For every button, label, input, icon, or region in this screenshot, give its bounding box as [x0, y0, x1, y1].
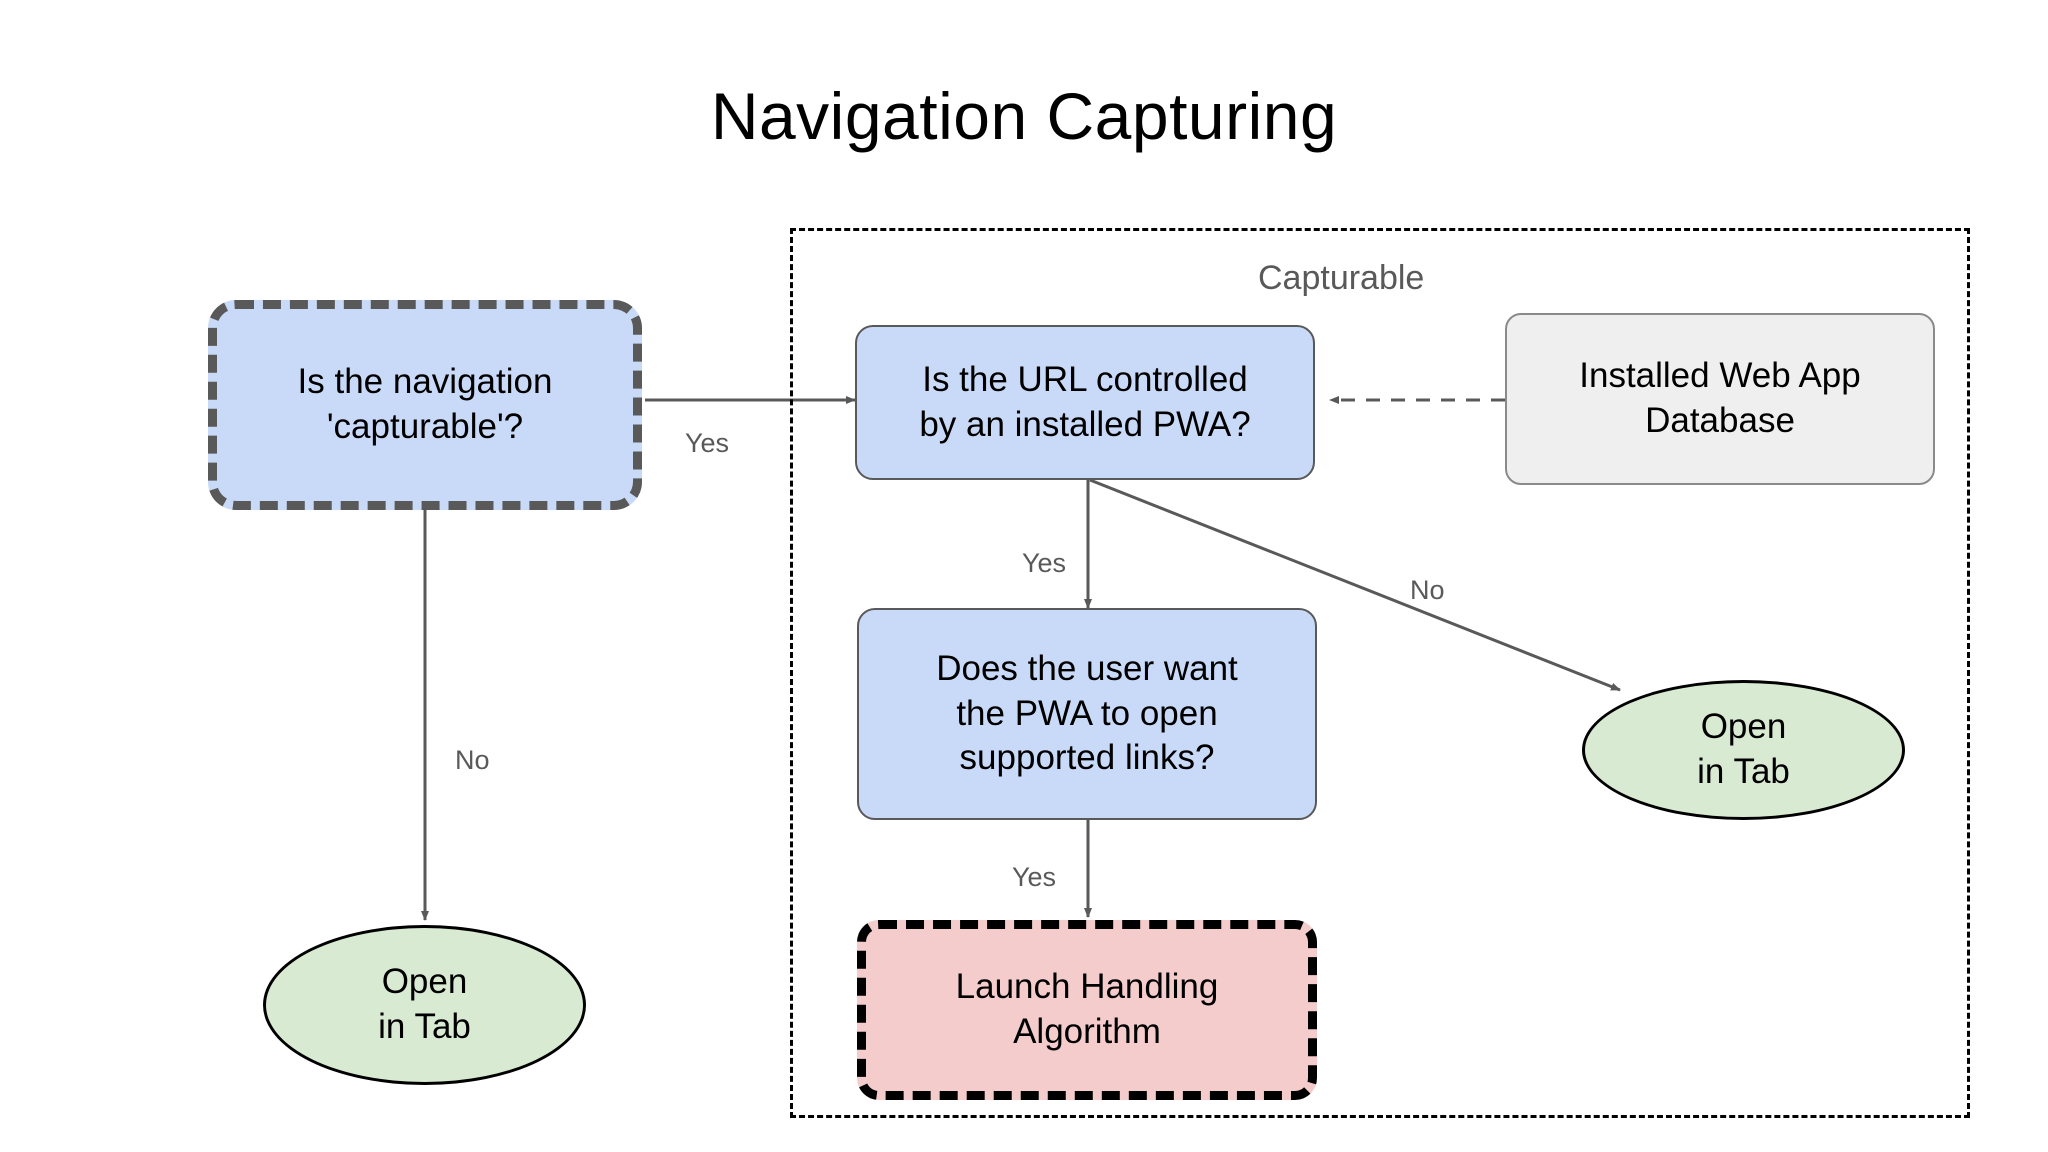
edge-url-no: [1089, 478, 1621, 692]
edge-label-user-yes: Yes: [1012, 862, 1057, 892]
page-title: Navigation Capturing: [710, 79, 1338, 153]
node-is-capturable-line-2: 'capturable'?: [326, 407, 524, 446]
node-user-wants-line-3: supported links?: [959, 738, 1215, 778]
node-launch-handling-line-1: Launch Handling: [955, 967, 1219, 1007]
edge-label-capturable-yes: Yes: [685, 428, 730, 458]
node-open-in-tab-left-line-1: Open: [381, 962, 468, 1002]
edge-label-capturable-no: No: [455, 745, 490, 775]
node-database-line-2: Database: [1645, 401, 1795, 440]
edge-label-url-no: No: [1410, 575, 1445, 605]
node-open-in-tab-right-line-2: in Tab: [1697, 752, 1790, 791]
capturable-group-label: Capturable: [1258, 259, 1425, 297]
node-user-wants-pwa[interactable]: Does the user want the PWA to open suppo…: [857, 608, 1317, 820]
node-user-wants-line-1: Does the user want: [936, 648, 1238, 688]
node-database-line-1: Installed Web App: [1579, 356, 1861, 396]
node-open-in-tab-right-line-1: Open: [1700, 707, 1787, 747]
node-open-in-tab-right[interactable]: Open in Tab: [1582, 680, 1905, 820]
node-open-in-tab-left[interactable]: Open in Tab: [263, 925, 586, 1085]
node-user-wants-line-2: the PWA to open: [956, 693, 1218, 733]
node-launch-handling-line-2: Algorithm: [1013, 1012, 1161, 1051]
node-is-capturable-line-1: Is the navigation: [297, 362, 553, 402]
node-installed-web-app-database[interactable]: Installed Web App Database: [1505, 313, 1935, 485]
edge-label-url-yes: Yes: [1022, 548, 1067, 578]
node-url-controlled-line-1: Is the URL controlled: [922, 359, 1248, 399]
node-url-controlled[interactable]: Is the URL controlled by an installed PW…: [855, 325, 1315, 480]
node-open-in-tab-left-line-2: in Tab: [378, 1007, 471, 1046]
capturable-group: [790, 228, 1970, 1118]
node-url-controlled-line-2: by an installed PWA?: [919, 404, 1251, 444]
node-launch-handling-algorithm[interactable]: Launch Handling Algorithm: [857, 920, 1317, 1100]
node-is-capturable[interactable]: Is the navigation 'capturable'?: [208, 300, 642, 510]
